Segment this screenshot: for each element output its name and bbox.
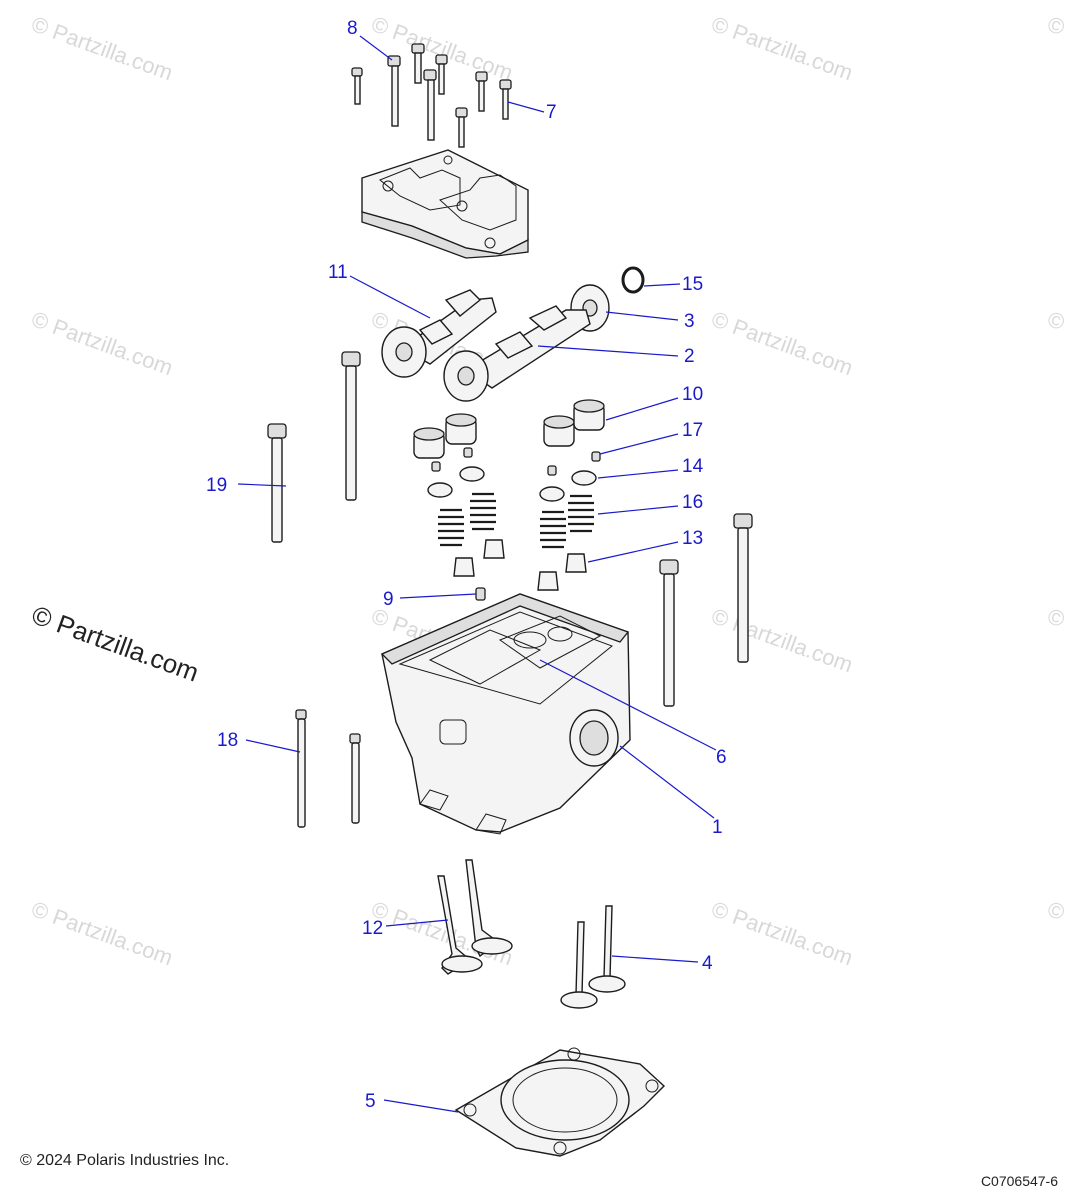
callout-label: 10	[682, 384, 703, 405]
camshaft-carrier	[361, 149, 529, 259]
callout-label: 6	[716, 747, 727, 768]
cylinder-head	[380, 593, 631, 835]
exhaust-valves	[560, 905, 626, 1009]
callout-label: 11	[328, 262, 348, 283]
watermark: © Partzilla.com	[28, 11, 176, 85]
callout-label: 17	[682, 420, 703, 441]
head-bolts-long	[267, 351, 753, 707]
callout-label: 12	[362, 918, 383, 939]
copyright-notice: © 2024 Polaris Industries Inc.	[20, 1152, 230, 1169]
callout-label: 16	[682, 492, 703, 513]
callout-label: 13	[682, 528, 703, 549]
watermark: © Partzilla.com	[708, 603, 856, 677]
callout-label: 8	[347, 18, 358, 39]
dowel-pin	[475, 587, 486, 601]
valve-springs	[438, 492, 594, 549]
watermark: © Partzilla.com	[368, 896, 516, 970]
snap-ring	[621, 266, 645, 294]
intake-valves	[437, 859, 513, 975]
callout-label: 5	[365, 1091, 376, 1112]
watermark: © Partzilla.com	[1044, 603, 1066, 677]
valve-keepers-retainers	[427, 447, 601, 502]
figure-id: C0706547-6	[980, 1173, 1058, 1189]
head-gasket	[454, 1047, 666, 1157]
callout-label: 2	[684, 346, 695, 367]
callout-label: 15	[682, 274, 703, 295]
watermark: © Partzilla.com	[1044, 11, 1066, 85]
callout-label: 7	[546, 102, 557, 123]
callout-label: 19	[206, 475, 227, 496]
watermark: © Partzilla.com	[1044, 306, 1066, 380]
callout-label: 14	[682, 456, 704, 477]
valve-stem-seals	[453, 539, 587, 591]
callout-label: 3	[684, 311, 695, 332]
callout-label: 9	[383, 589, 394, 610]
watermark: © Partzilla.com	[708, 11, 856, 85]
valve-buckets	[413, 399, 605, 459]
head-bolts-short	[295, 709, 361, 828]
callout-label: 4	[702, 953, 713, 974]
watermark: © Partzilla.com	[708, 306, 856, 380]
carrier-bolts	[351, 43, 512, 148]
watermark-prominent: © Partzilla.com	[28, 599, 203, 687]
exhaust-camshaft	[443, 305, 591, 402]
watermark: © Partzilla.com	[28, 306, 176, 380]
callout-label: 18	[217, 730, 238, 751]
intake-camshaft	[381, 289, 497, 378]
leader-lines	[237, 35, 717, 1113]
watermark: © Partzilla.com	[1044, 896, 1066, 970]
watermark: © Partzilla.com	[28, 896, 176, 970]
callouts: 8 7 11 15 3 2 10 17 14 16 13 19 9 6 1 18…	[206, 18, 727, 1112]
watermark: © Partzilla.com	[708, 896, 856, 970]
callout-label: 1	[712, 817, 723, 838]
